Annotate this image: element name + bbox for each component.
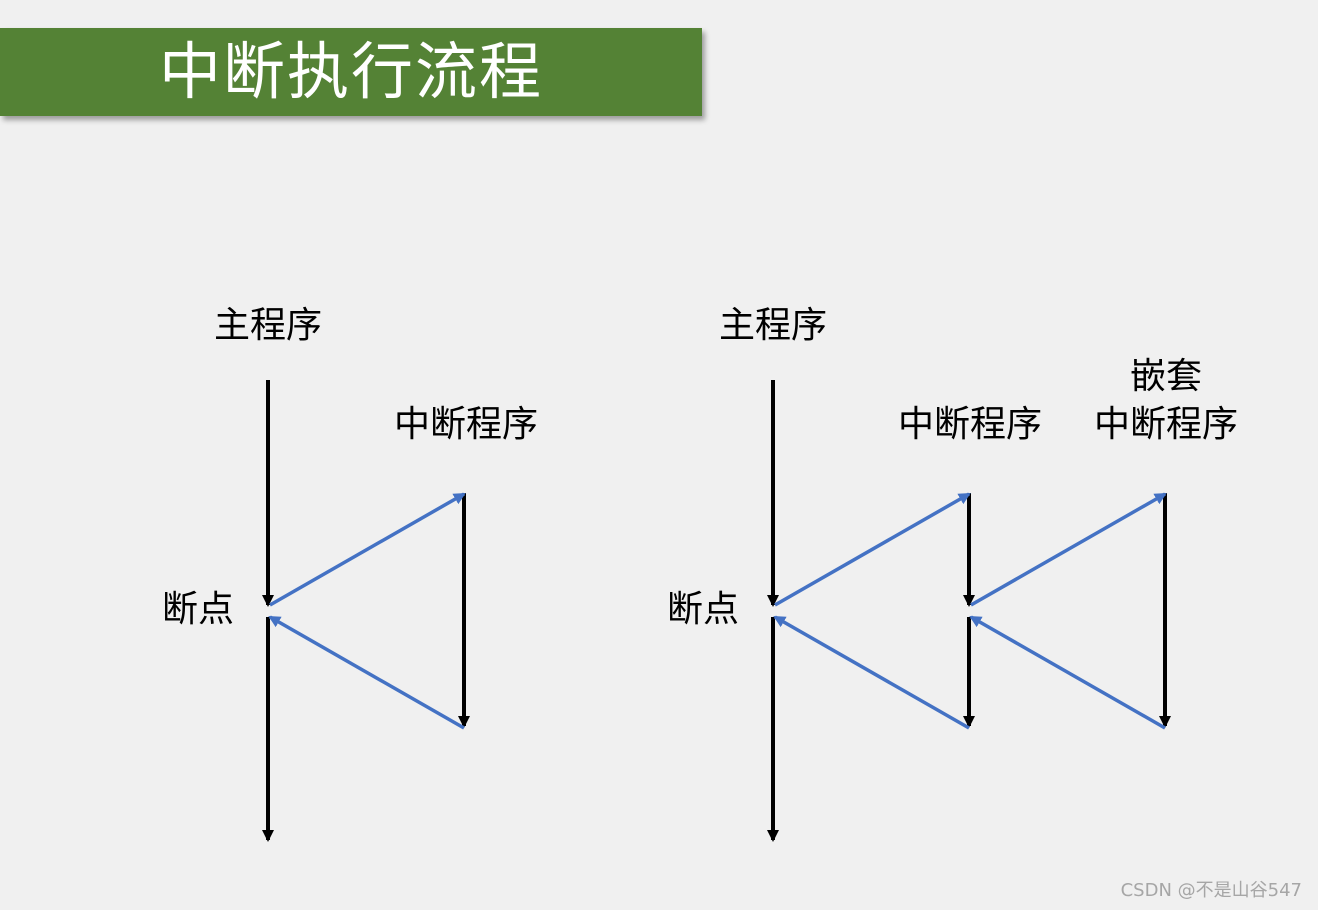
jump-to-nested-isr-arrow	[970, 492, 1167, 607]
jump-to-isr-arrow	[269, 492, 466, 607]
watermark: CSDN @不是山谷547	[1120, 880, 1302, 901]
return-from-isr-arrow	[773, 615, 970, 730]
return-from-nested-isr-arrow	[969, 615, 1166, 730]
title-banner: 中断执行流程	[0, 28, 702, 116]
nested-isr-label-line2: 中断程序	[1093, 404, 1239, 445]
left-diagram	[262, 380, 470, 842]
right-breakpoint-label: 断点	[667, 589, 740, 630]
left-breakpoint-label: 断点	[162, 589, 235, 630]
right-isr-label: 中断程序	[897, 404, 1043, 445]
right-main-program-label: 主程序	[718, 305, 828, 346]
jump-to-isr-arrow	[774, 492, 971, 607]
return-from-isr-arrow	[268, 615, 465, 730]
page-title: 中断执行流程	[158, 35, 543, 108]
left-main-program-label: 主程序	[213, 305, 323, 346]
left-isr-label: 中断程序	[393, 404, 539, 445]
nested-isr-label-line1: 嵌套	[1129, 356, 1203, 397]
right-diagram	[767, 380, 1171, 842]
